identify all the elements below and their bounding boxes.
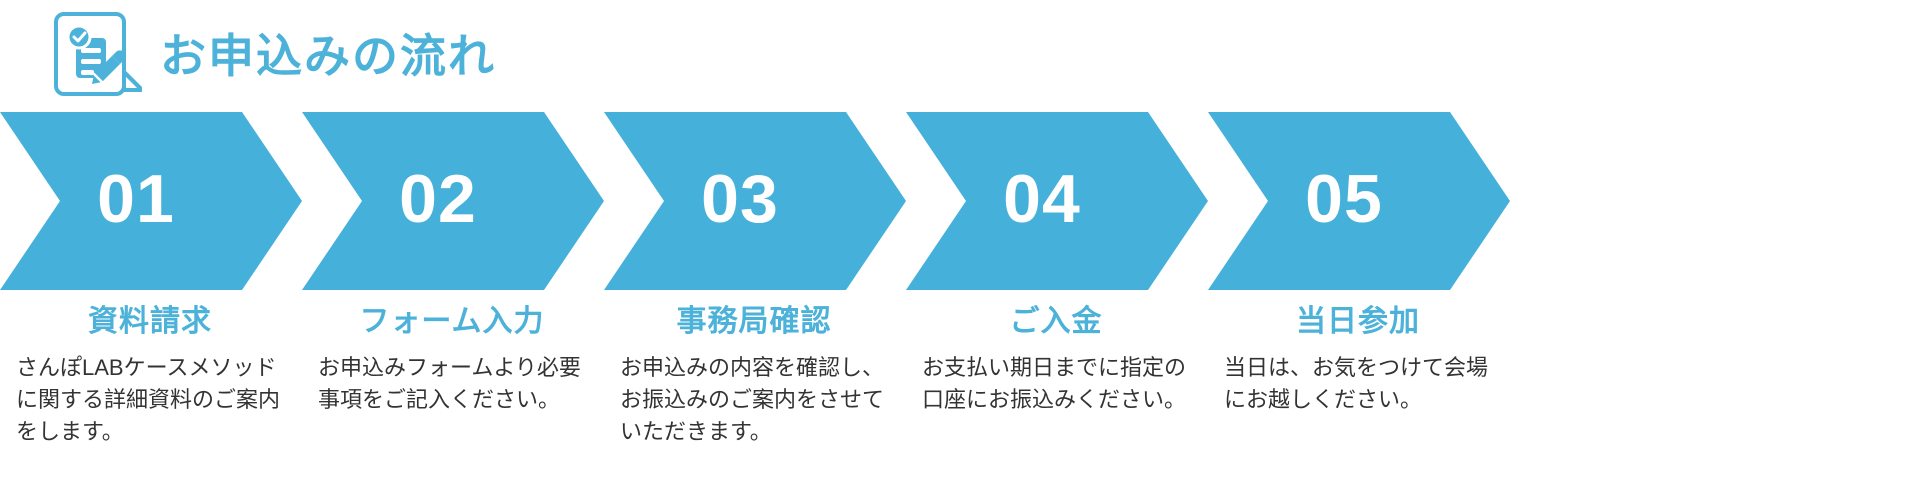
step-text: 事務局確認 お申込みの内容を確認し、お振込みのご案内をさせていただきます。 [620,290,888,448]
step-item: 01 資料請求 さんぽLABケースメソッドに関する詳細資料のご案内をします。 [0,112,302,448]
step-title: 資料請求 [88,305,212,338]
step-title: 事務局確認 [676,305,832,338]
chevron-shape-icon [906,112,1208,290]
step-title: フォーム入力 [359,305,545,338]
step-description: お支払い期日までに指定の口座にお振込みください。 [922,355,1187,412]
step-text: 当日参加 当日は、お気をつけて会場にお越しください。 [1224,290,1492,416]
step-chevron: 04 [906,112,1208,290]
header: お申込みの流れ [50,10,496,102]
step-title: ご入金 [1009,305,1103,338]
step-chevron: 02 [302,112,604,290]
step-item: 04 ご入金 お支払い期日までに指定の口座にお振込みください。 [906,112,1208,448]
chevron-shape-icon [0,112,302,290]
step-number: 02 [399,161,477,237]
step-chevron: 03 [604,112,906,290]
step-item: 05 当日参加 当日は、お気をつけて会場にお越しください。 [1208,112,1510,448]
step-description: さんぽLABケースメソッドに関する詳細資料のご案内をします。 [16,355,281,444]
step-chevron: 05 [1208,112,1510,290]
step-item: 03 事務局確認 お申込みの内容を確認し、お振込みのご案内をさせていただきます。 [604,112,906,448]
step-description: 当日は、お気をつけて会場にお越しください。 [1224,355,1489,412]
page-title: お申込みの流れ [160,30,496,82]
document-check-pencil-icon [54,12,142,96]
step-number: 03 [701,161,779,237]
chevron-shape-icon [302,112,604,290]
step-text: フォーム入力 お申込みフォームより必要事項をご記入ください。 [318,290,586,416]
step-item: 02 フォーム入力 お申込みフォームより必要事項をご記入ください。 [302,112,604,448]
step-number: 01 [97,161,175,237]
step-number: 04 [1003,161,1081,237]
step-text: 資料請求 さんぽLABケースメソッドに関する詳細資料のご案内をします。 [16,290,284,448]
steps-list: 01 資料請求 さんぽLABケースメソッドに関する詳細資料のご案内をします。 0… [0,112,1920,448]
step-number: 05 [1305,161,1383,237]
step-description: お申込みの内容を確認し、お振込みのご案内をさせていただきます。 [620,355,885,444]
step-description: お申込みフォームより必要事項をご記入ください。 [318,355,581,412]
chevron-shape-icon [604,112,906,290]
step-chevron: 01 [0,112,302,290]
step-title: 当日参加 [1296,305,1420,338]
step-text: ご入金 お支払い期日までに指定の口座にお振込みください。 [922,290,1190,416]
chevron-shape-icon [1208,112,1510,290]
